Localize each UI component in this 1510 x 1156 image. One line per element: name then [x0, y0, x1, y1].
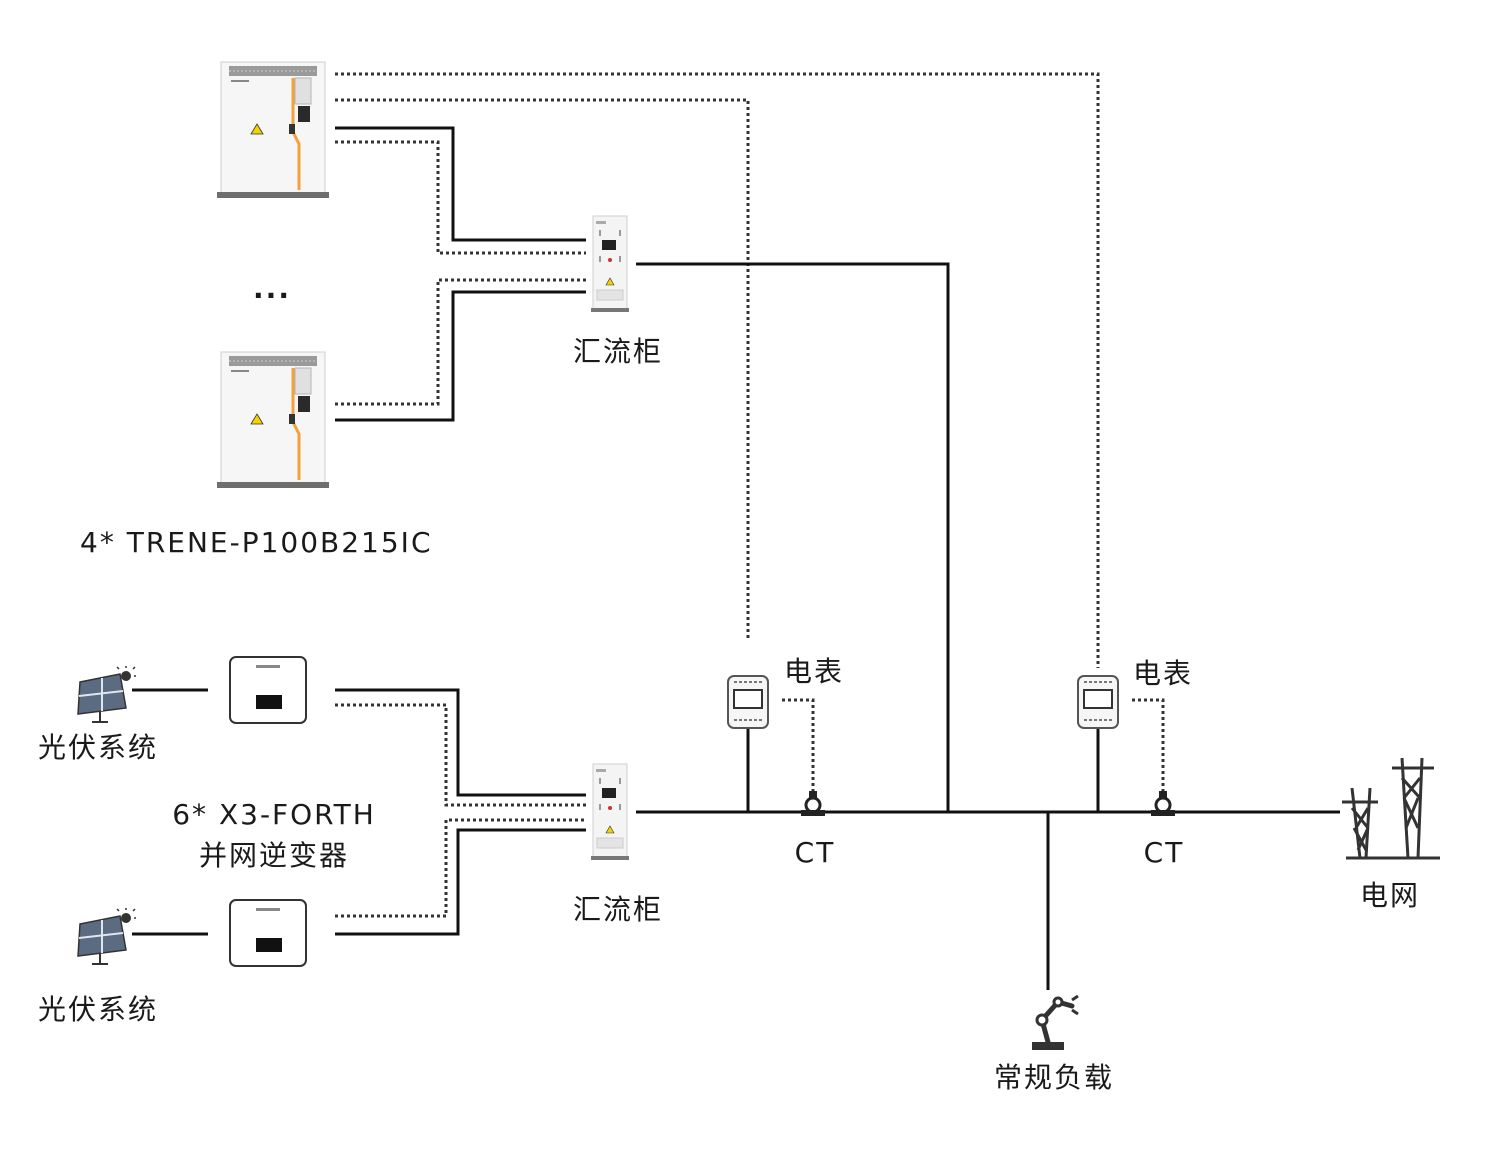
- ess-cabinet-bottom: [215, 350, 331, 490]
- meter-1-label: 电表: [784, 655, 845, 688]
- meter-2-label: 电表: [1133, 657, 1194, 690]
- pv-panel-bottom: [77, 907, 137, 965]
- ess-model-label: 4* TRENE-P100B215IC: [80, 526, 433, 559]
- pv-bottom-label: 光伏系统: [38, 993, 159, 1026]
- ct-1: [799, 789, 827, 818]
- grid-label: 电网: [1359, 879, 1421, 912]
- combiner-top-label: 汇流柜: [572, 335, 664, 368]
- grid-pylon: [1340, 756, 1442, 860]
- load-robot: [1032, 996, 1078, 1050]
- load-label: 常规负载: [993, 1061, 1115, 1094]
- ct-1-label: CT: [794, 836, 836, 869]
- ess-ellipsis: ...: [253, 272, 291, 305]
- meter-1: [727, 675, 769, 729]
- pv-top-label: 光伏系统: [38, 731, 159, 764]
- ct-2-label: CT: [1143, 836, 1185, 869]
- ct-2: [1149, 789, 1177, 818]
- inverter-top: [229, 656, 307, 724]
- combiner-cabinet-bottom: [590, 763, 630, 861]
- combiner-cabinet-top: [590, 215, 630, 313]
- inverter-desc-label: 并网逆变器: [198, 839, 350, 872]
- ess-cabinet-top: [215, 60, 331, 200]
- inverter-bottom: [229, 899, 307, 967]
- meter-2: [1077, 675, 1119, 729]
- combiner-bottom-label: 汇流柜: [572, 893, 664, 926]
- comm-lines: [335, 72, 1165, 918]
- inverter-model-label: 6* X3-FORTH: [172, 798, 376, 831]
- power-lines: [132, 126, 1340, 990]
- pv-panel-top: [77, 665, 137, 723]
